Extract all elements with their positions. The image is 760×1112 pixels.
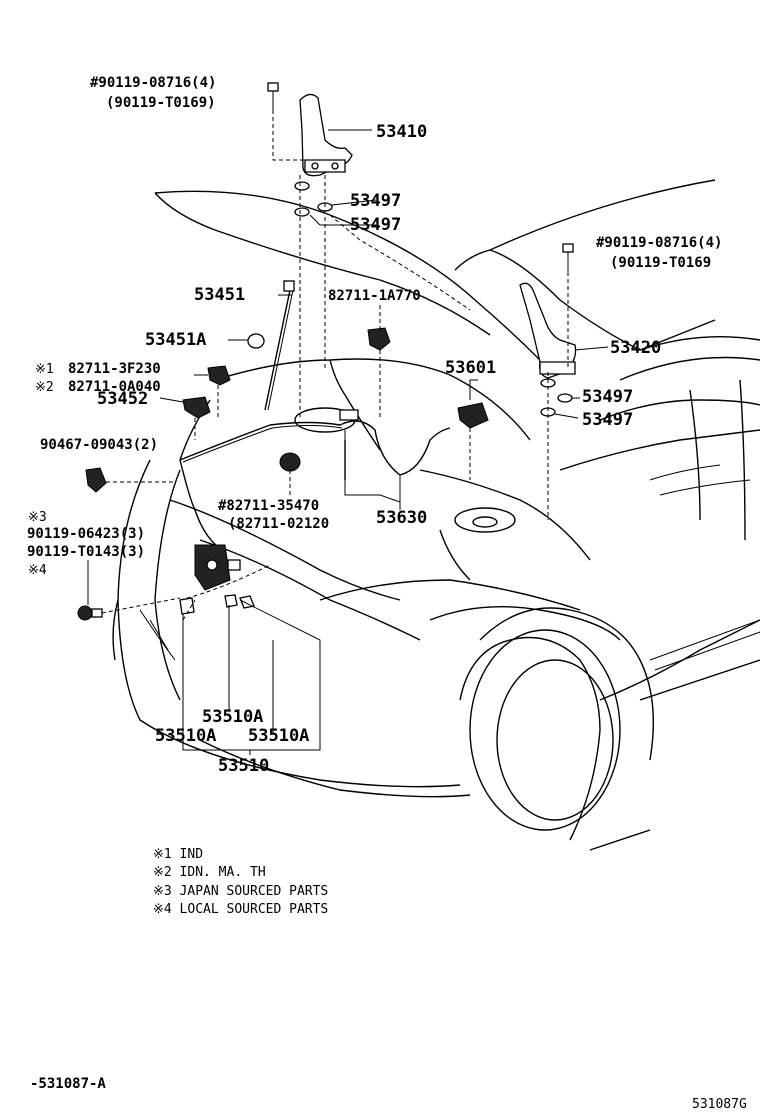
label-clip-90467: 90467-09043(2) xyxy=(40,437,158,453)
grommet-part xyxy=(279,452,301,472)
washer-part xyxy=(557,393,573,403)
hood-lock-part xyxy=(194,544,241,591)
footer-left-code: -531087-A xyxy=(30,1076,106,1092)
washer-part xyxy=(294,181,310,191)
label-rod-holder: 53451A xyxy=(145,330,206,350)
footer-right-code: 531087G xyxy=(692,1097,747,1112)
notes-legend: ※1 IND ※2 IDN. MA. TH ※3 JAPAN SOURCED P… xyxy=(153,847,328,917)
part-labels: #90119-08716(4) (90119-T0169) 53410 5349… xyxy=(27,75,722,776)
latch-stop-part xyxy=(457,402,489,429)
label-bolt-j: 90119-06423(3) xyxy=(27,526,145,542)
spring-part xyxy=(224,594,238,608)
support-rod-part xyxy=(264,280,295,411)
leader-lines xyxy=(87,110,609,755)
label-holder-53452: 53452 xyxy=(97,389,148,409)
label-mark-2: ※2 xyxy=(35,380,54,395)
label-clamp-n2: 82711-0A040 xyxy=(68,379,161,395)
parts xyxy=(77,82,577,621)
hinge-right-part xyxy=(519,282,577,379)
label-bolt-left-a: #90119-08716(4) xyxy=(90,75,216,91)
label-clamp-n1: 82711-3F230 xyxy=(68,361,161,377)
label-hinge-right: 53420 xyxy=(610,338,661,358)
label-lock-a-right: 53510A xyxy=(248,726,309,746)
washer-part xyxy=(294,207,310,217)
lock-bolt-part xyxy=(77,605,103,621)
hinge-left-part xyxy=(299,93,353,177)
label-mark-3: ※3 xyxy=(28,510,47,525)
label-washer-d: 53497 xyxy=(582,410,633,430)
label-bolt-right-a: #90119-08716(4) xyxy=(596,235,722,251)
label-lock-a-left: 53510A xyxy=(155,726,216,746)
clamp-part xyxy=(367,327,391,351)
label-support-rod: 53451 xyxy=(194,285,245,305)
label-lock-assy: 53510 xyxy=(218,756,269,776)
bolt-left-part xyxy=(267,82,279,110)
cable-part xyxy=(179,459,226,553)
note-3: ※3 JAPAN SOURCED PARTS xyxy=(153,884,328,899)
note-4: ※4 LOCAL SOURCED PARTS xyxy=(153,902,328,917)
note-2: ※2 IDN. MA. TH xyxy=(153,865,266,880)
bolt-right-part xyxy=(562,243,574,272)
label-latch-stop: 53601 xyxy=(445,358,496,378)
spring-part xyxy=(179,597,195,615)
label-clamp-hash-b: (82711-02120 xyxy=(228,516,329,532)
label-lock-a-top: 53510A xyxy=(202,707,263,727)
label-washer-a: 53497 xyxy=(350,191,401,211)
rod-holder-part xyxy=(247,333,265,349)
label-hinge-left: 53410 xyxy=(376,122,427,142)
label-clamp-top: 82711-1A770 xyxy=(328,288,421,304)
label-bolt-left-b: (90119-T0169) xyxy=(106,95,216,111)
label-washer-b: 53497 xyxy=(350,215,401,235)
label-mark-4: ※4 xyxy=(28,563,47,578)
note-1: ※1 IND xyxy=(153,847,203,862)
label-clamp-hash-a: #82711-35470 xyxy=(218,498,319,514)
label-cable: 53630 xyxy=(376,508,427,528)
label-bolt-l: 90119-T0143(3) xyxy=(27,544,145,560)
label-bolt-right-b: (90119-T0169 xyxy=(610,255,711,271)
label-washer-c: 53497 xyxy=(582,387,633,407)
holder-part xyxy=(182,396,211,419)
clamp-part xyxy=(207,365,231,386)
clip-part xyxy=(85,467,107,493)
label-mark-1: ※1 xyxy=(35,362,54,377)
